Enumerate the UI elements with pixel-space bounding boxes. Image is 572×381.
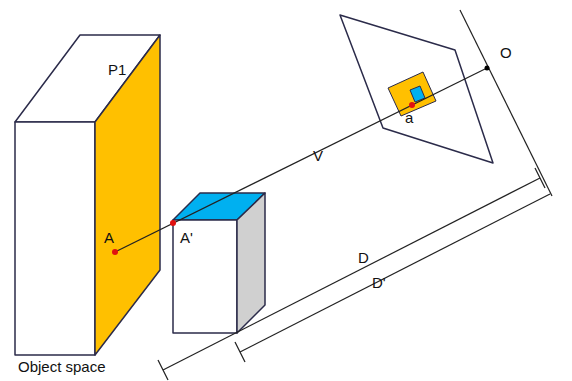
tick [235, 342, 245, 362]
view-ray [115, 68, 487, 252]
point-label: A' [180, 230, 193, 245]
small-box-front [173, 220, 237, 333]
point-label: O [500, 45, 512, 60]
axis-line [460, 10, 552, 196]
plane-label: P1 [108, 62, 126, 77]
image-plane [340, 15, 493, 163]
point-o [485, 66, 490, 71]
point-image-a [409, 102, 415, 108]
small-box-side [237, 193, 265, 333]
point-label: a [405, 110, 413, 125]
tick [535, 168, 545, 188]
point-a [112, 249, 118, 255]
space-label: Object space [18, 359, 106, 374]
point-a-prime [170, 220, 176, 226]
dimension-label: D [358, 250, 369, 265]
plane-p1 [95, 35, 160, 355]
ray-label: V [313, 148, 323, 163]
dimension-d [163, 178, 540, 370]
dimension-label: D' [372, 275, 386, 290]
point-label: A [104, 230, 114, 245]
dimension-d-prime [240, 194, 550, 352]
box-front [15, 122, 95, 355]
tick [158, 360, 168, 380]
